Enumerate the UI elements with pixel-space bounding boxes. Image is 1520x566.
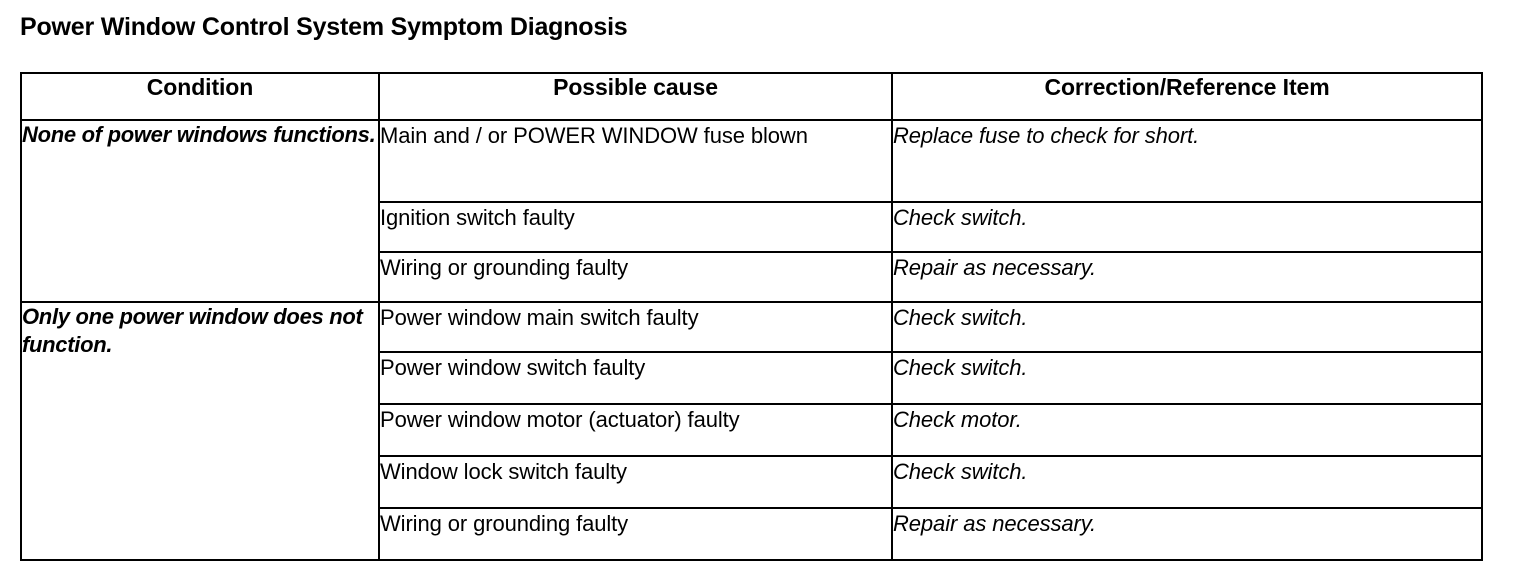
cause-cell: Power window motor (actuator) faulty: [378, 403, 893, 457]
correction-cell: Repair as necessary.: [891, 507, 1483, 561]
cause-text: Power window switch faulty: [380, 355, 646, 380]
column-header-correction-reference: Correction/Reference Item: [891, 72, 1483, 121]
cause-cell: Main and / or POWER WINDOW fuse blown: [378, 119, 893, 203]
table-row: Only one power window does not function.…: [20, 301, 1483, 561]
symptom-diagnosis-table: Condition Possible cause Correction/Refe…: [20, 72, 1483, 561]
column-header-possible-cause: Possible cause: [378, 72, 893, 121]
table-row: Wiring or grounding faulty Repair as nec…: [21, 251, 1483, 303]
correction-cell: Check switch.: [891, 201, 1483, 253]
cause-text: Wiring or grounding faulty: [380, 255, 629, 280]
table-row: Power window switch faulty Check switch.: [21, 351, 1483, 405]
cause-cell: Wiring or grounding faulty: [378, 507, 893, 561]
table-header-row: Condition Possible cause Correction/Refe…: [20, 72, 1483, 121]
table-row: Wiring or grounding faulty Repair as nec…: [21, 507, 1483, 561]
cause-cell: Ignition switch faulty: [378, 201, 893, 253]
correction-text: Check switch.: [893, 205, 1028, 230]
condition-cell-group-2: Only one power window does not function.: [20, 301, 380, 561]
correction-cell: Check switch.: [891, 351, 1483, 405]
page-title: Power Window Control System Symptom Diag…: [20, 13, 628, 41]
cause-text: Wiring or grounding faulty: [380, 511, 629, 536]
correction-cell: Replace fuse to check for short.: [891, 119, 1483, 203]
table-row: Ignition switch faulty Check switch.: [21, 201, 1483, 253]
cause-cell: Window lock switch faulty: [378, 455, 893, 509]
table-row: None of power windows functions. Main an…: [20, 119, 1483, 303]
correction-text: Replace fuse to check for short.: [893, 123, 1200, 148]
correction-text: Check switch.: [893, 459, 1028, 484]
correction-cell: Check switch.: [891, 301, 1483, 353]
cause-cell: Wiring or grounding faulty: [378, 251, 893, 303]
column-header-condition: Condition: [20, 72, 380, 121]
table-row: Window lock switch faulty Check switch.: [21, 455, 1483, 509]
cause-cell: Power window switch faulty: [378, 351, 893, 405]
diagnosis-table-container: Condition Possible cause Correction/Refe…: [20, 72, 1483, 561]
correction-text: Repair as necessary.: [893, 255, 1097, 280]
correction-cell: Check motor.: [891, 403, 1483, 457]
condition-cell-group-1: None of power windows functions.: [20, 119, 380, 303]
condition-text: None of power windows functions.: [22, 122, 376, 147]
correction-text: Repair as necessary.: [893, 511, 1097, 536]
cause-text: Power window motor (actuator) faulty: [380, 407, 740, 432]
correction-cell: Check switch.: [891, 455, 1483, 509]
table-row: Power window motor (actuator) faulty Che…: [21, 403, 1483, 457]
table-body: None of power windows functions. Main an…: [20, 119, 1483, 561]
correction-text: Check motor.: [893, 407, 1022, 432]
cause-text: Main and / or POWER WINDOW fuse blown: [380, 123, 808, 148]
cause-text: Ignition switch faulty: [380, 205, 575, 230]
cause-cell: Power window main switch faulty: [378, 301, 893, 353]
correction-text: Check switch.: [893, 305, 1028, 330]
table-header: Condition Possible cause Correction/Refe…: [20, 72, 1483, 121]
cause-text: Window lock switch faulty: [380, 459, 627, 484]
condition-text: Only one power window does not function.: [22, 304, 363, 357]
correction-cell: Repair as necessary.: [891, 251, 1483, 303]
cause-text: Power window main switch faulty: [380, 305, 699, 330]
correction-text: Check switch.: [893, 355, 1028, 380]
